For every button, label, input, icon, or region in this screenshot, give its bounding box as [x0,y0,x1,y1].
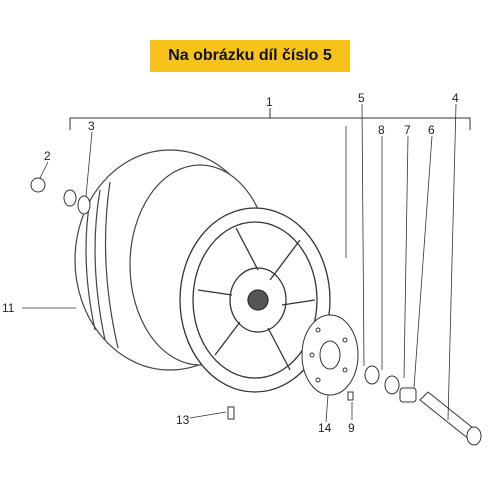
right-side-parts [364,365,482,446]
part-number-labels: 1 2 3 4 5 6 7 8 9 11 13 14 [2,91,459,435]
brake-disc-icon [301,314,359,396]
label-8: 8 [378,123,385,137]
label-14: 14 [318,421,332,435]
small-hardware [227,391,354,420]
label-4: 4 [452,91,459,105]
wheel-rim-icon [179,207,331,393]
label-3: 3 [88,119,95,133]
label-5: 5 [358,91,365,105]
nut-icon [30,177,46,193]
title-text: Na obrázku díl číslo 5 [168,47,332,64]
screw-icon [347,391,354,401]
leader-lines [22,103,457,423]
title-banner: Na obrázku díl číslo 5 [150,40,350,72]
valve-icon [227,406,235,420]
label-11: 11 [2,301,15,315]
assembly-bracket [69,108,471,130]
label-6: 6 [428,123,435,137]
label-9: 9 [348,421,355,435]
seal-icon [384,375,400,395]
washer-left-icon [77,195,91,215]
left-side-parts [30,177,91,215]
label-2: 2 [44,149,51,163]
label-7: 7 [404,123,411,137]
spacer-icon [399,387,417,403]
label-13: 13 [176,413,190,427]
bearing-left-icon [63,189,77,207]
label-1: 1 [266,95,273,109]
bearing-icon [364,365,380,385]
